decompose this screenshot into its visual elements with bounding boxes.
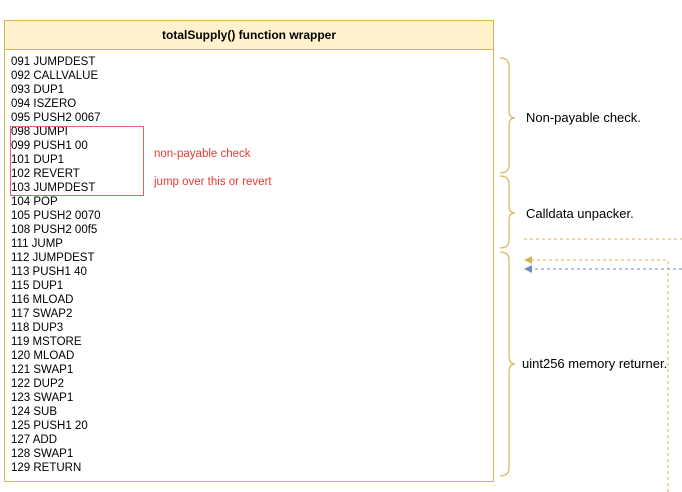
opcode-line: 117 SWAP2 — [11, 308, 73, 320]
opcode-line: 092 CALLVALUE — [11, 70, 99, 82]
opcode-line: 118 DUP3 — [11, 322, 64, 334]
opcode-line: 104 POP — [11, 196, 58, 208]
opcode-line: 098 JUMPI — [11, 126, 68, 138]
brace-returner — [499, 251, 516, 477]
function-wrapper-box: totalSupply() function wrapper 091 JUMPD… — [4, 20, 494, 482]
opcode-line: 102 REVERT — [11, 168, 80, 180]
arrowhead-blue — [524, 265, 532, 273]
opcode-line: 112 JUMPDEST — [11, 252, 95, 264]
opcode-list: 091 JUMPDEST 092 CALLVALUE 093 DUP1 094 ISZ… — [11, 55, 101, 475]
opcode-line: 099 PUSH1 00 — [11, 140, 88, 152]
opcode-line: 095 PUSH2 0067 — [11, 112, 101, 124]
box-title: totalSupply() function wrapper — [5, 21, 493, 50]
opcode-line: 103 JUMPDEST — [11, 182, 96, 194]
opcode-line: 101 DUP1 — [11, 154, 65, 166]
nonpayable-note: non-payable check — [154, 148, 251, 160]
opcode-line: 127 ADD — [11, 434, 58, 446]
memory-returner-label: uint256 memory returner. — [522, 356, 668, 371]
opcode-line: 115 DUP1 — [11, 280, 64, 292]
opcode-line: 091 JUMPDEST — [11, 56, 96, 68]
nonpayable-check-label: Non-payable check. — [526, 110, 641, 125]
brace-nonpayable — [499, 57, 516, 174]
opcode-line: 125 PUSH1 20 — [11, 420, 88, 432]
opcode-line: 128 SWAP1 — [11, 448, 74, 460]
dashed-arrow-gold — [531, 259, 669, 492]
opcode-line: 129 RETURN — [11, 462, 82, 474]
brace-calldata — [499, 175, 516, 249]
opcode-line: 123 SWAP1 — [11, 392, 74, 404]
arrowhead-gold — [524, 256, 532, 264]
jump-over-note: jump over this or revert — [154, 176, 272, 188]
opcode-line: 120 MLOAD — [11, 350, 75, 362]
opcode-line: 121 SWAP1 — [11, 364, 74, 376]
opcode-line: 122 DUP2 — [11, 378, 65, 390]
nonpayable-highlight-box — [10, 126, 144, 196]
opcode-line: 094 ISZERO — [11, 98, 77, 110]
opcode-line: 113 PUSH1 40 — [11, 266, 87, 278]
calldata-unpacker-label: Calldata unpacker. — [526, 206, 634, 221]
opcode-line: 108 PUSH2 00f5 — [11, 224, 98, 236]
opcode-line: 111 JUMP — [11, 238, 63, 250]
opcode-line: 124 SUB — [11, 406, 58, 418]
opcode-line: 116 MLOAD — [11, 294, 74, 306]
opcode-line: 105 PUSH2 0070 — [11, 210, 101, 222]
opcode-line: 093 DUP1 — [11, 84, 65, 96]
opcode-line: 119 MSTORE — [11, 336, 82, 348]
